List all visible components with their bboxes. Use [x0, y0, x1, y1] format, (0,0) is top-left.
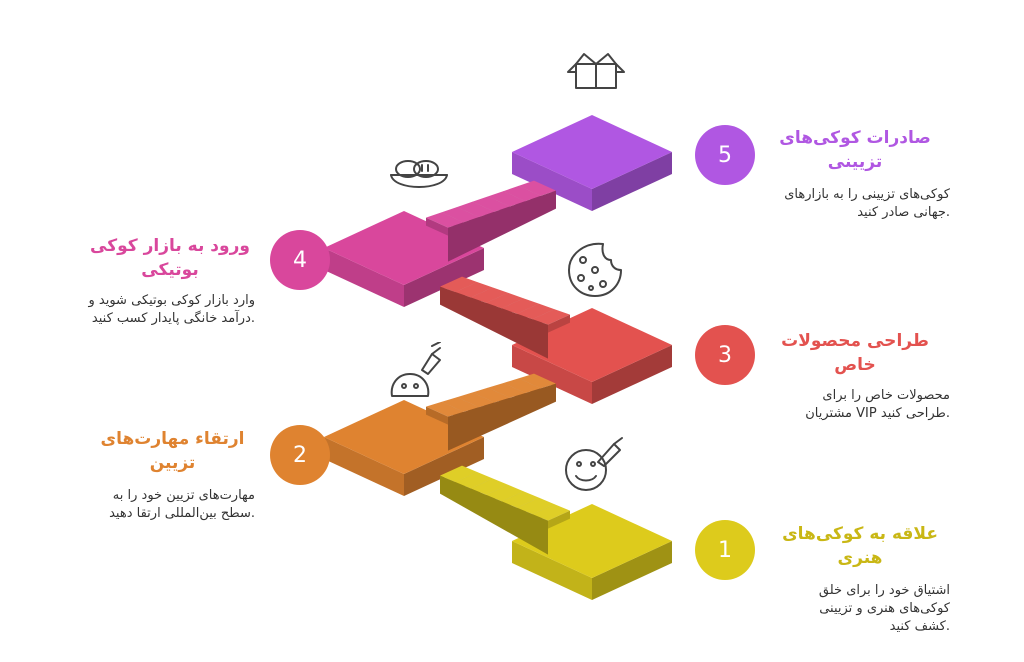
step-1-platform-right-face [592, 541, 672, 600]
step-3-number-circle: 3 [695, 325, 755, 385]
step-5-number: 5 [718, 142, 732, 168]
step-3-title: طراحی محصولات خاص [781, 331, 929, 375]
step-1-number: 1 [718, 537, 732, 563]
icing-bag-cookie-icon [390, 342, 441, 397]
step-4-platform-right-face [404, 248, 484, 307]
flight-4-stringer [448, 190, 556, 262]
step-2-number-circle: 2 [270, 425, 330, 485]
flight-3-stringer [440, 286, 548, 359]
step-3-platform-right-face [592, 345, 672, 404]
decorated-cookie-face-icon [565, 437, 623, 491]
step-5-platform-left-face [512, 152, 592, 211]
step-4-platform-left-face [324, 248, 404, 307]
step-2-description: مهارت‌های تزیین خود را به .سطح بین‌الملل… [109, 488, 255, 521]
step-2-platform-right-face [404, 437, 484, 496]
step-4-description: وارد بازار کوکی بوتیکی شوید و .درآمد خان… [88, 293, 255, 326]
step-3-platform-left-face [512, 345, 592, 404]
step-2-number: 2 [293, 442, 307, 468]
step-3-description: محصولات خاص را برای .طراحی کنید VIP مشتر… [805, 388, 950, 421]
step-1-title: علاقه به کوکی‌های هنری [782, 524, 938, 568]
step-4-number: 4 [293, 247, 307, 273]
step-2-platform-left-face [324, 437, 404, 496]
step-2-title: ارتقاء مهارت‌های تزیین [100, 429, 245, 473]
step-4-number-circle: 4 [270, 230, 330, 290]
flight-1-stringer [440, 475, 548, 555]
flight-2-stringer [448, 383, 556, 451]
chocolate-chip-cookie-icon [568, 242, 622, 297]
step-4-title: ورود به بازار کوکی بوتیکی [90, 236, 250, 280]
step-5-description: کوکی‌های تزیینی را به بازارهای .جهانی صا… [784, 187, 950, 220]
cookie-basket-icon [390, 160, 448, 188]
step-5-platform-top [512, 115, 672, 189]
box-icon [567, 53, 625, 89]
step-5-platform-right-face [592, 152, 672, 211]
step-1-description: اشتیاق خود را برای خلق کوکی‌های هنری و ت… [818, 583, 950, 634]
step-1-number-circle: 1 [695, 520, 755, 580]
step-5-number-circle: 5 [695, 125, 755, 185]
step-1-platform-left-face [512, 541, 592, 600]
step-3-number: 3 [718, 342, 732, 368]
step-5-title: صادرات کوکی‌های تزیینی [779, 128, 931, 172]
